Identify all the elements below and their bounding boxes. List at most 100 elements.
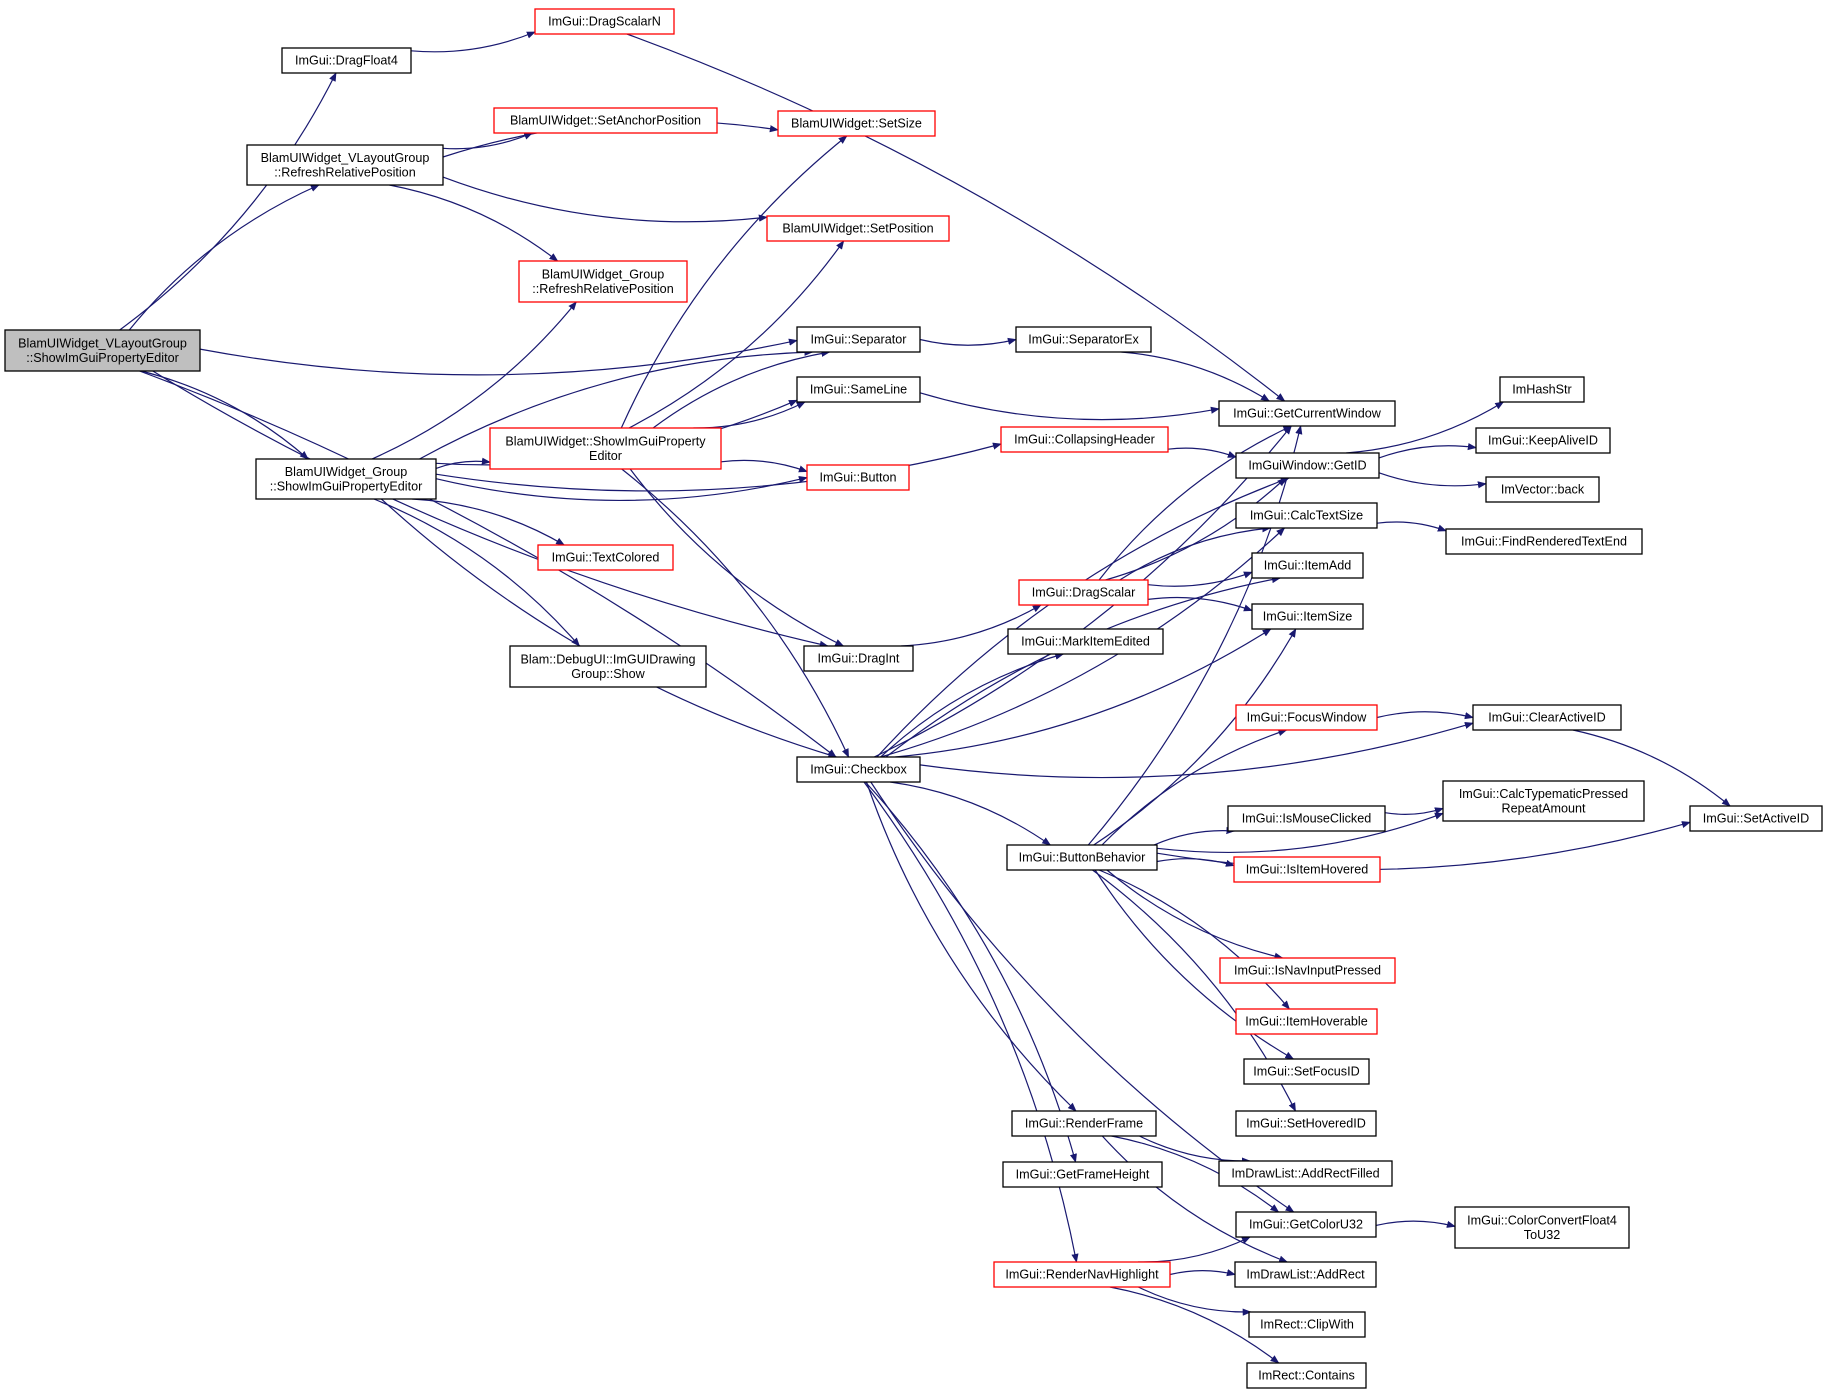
node-addrect[interactable]: ImDrawList::AddRect [1234, 1261, 1377, 1288]
call-edge-checkbox-to-clearactiveid [919, 721, 1474, 779]
node-box [493, 107, 718, 134]
node-setfocusid[interactable]: ImGui::SetFocusID [1243, 1058, 1370, 1085]
node-setactiveid[interactable]: ImGui::SetActiveID [1689, 805, 1823, 832]
node-dragscalar[interactable]: ImGui::DragScalar [1018, 579, 1149, 606]
node-itemhoverable[interactable]: ImGui::ItemHoverable [1235, 1008, 1378, 1035]
node-box [1475, 427, 1611, 454]
node-label: ImGui::IsItemHovered [1246, 863, 1368, 877]
node-getframeheight[interactable]: ImGui::GetFrameHeight [1002, 1161, 1163, 1188]
node-box [1018, 579, 1149, 606]
node-isitemhovered[interactable]: ImGui::IsItemHovered [1233, 856, 1381, 883]
node-label: ImGui::ButtonBehavior [1019, 851, 1146, 865]
node-box [4, 329, 201, 372]
node-label: BlamUIWidget::ShowImGuiProperty [505, 434, 706, 448]
node-setanchor[interactable]: BlamUIWidget::SetAnchorPosition [493, 107, 718, 134]
node-separatorex[interactable]: ImGui::SeparatorEx [1015, 326, 1152, 353]
node-label: ImGui::SetHoveredID [1246, 1117, 1366, 1131]
node-renderframe[interactable]: ImGui::RenderFrame [1011, 1110, 1157, 1137]
node-itemsize[interactable]: ImGui::ItemSize [1251, 603, 1364, 630]
node-box [1472, 704, 1622, 731]
call-edge-grp_show-to-debugui [373, 498, 580, 647]
node-label: ImGui::ClearActiveID [1488, 711, 1606, 725]
node-sethoveredid[interactable]: ImGui::SetHoveredID [1235, 1110, 1377, 1137]
node-clipwith[interactable]: ImRect::ClipWith [1248, 1311, 1366, 1338]
node-checkbox[interactable]: ImGui::Checkbox [796, 756, 921, 783]
node-textcolored[interactable]: ImGui::TextColored [537, 544, 674, 571]
node-dragscalarn[interactable]: ImGui::DragScalarN [534, 8, 675, 35]
node-grp_refresh[interactable]: BlamUIWidget_Group::RefreshRelativePosit… [518, 260, 688, 303]
node-itemadd[interactable]: ImGui::ItemAdd [1251, 552, 1364, 579]
call-edge-dragscalar-to-getcurrentwindow [1098, 425, 1293, 581]
node-box [255, 458, 437, 500]
call-edges [119, 31, 1731, 1364]
call-edge-dragscalar-to-calctextsize [1119, 525, 1272, 581]
node-markitemedited[interactable]: ImGui::MarkItemEdited [1007, 628, 1164, 655]
call-edge-dragscalar-to-itemadd [1147, 571, 1253, 587]
node-label: ImGui::FindRenderedTextEnd [1461, 535, 1627, 549]
node-findrenderedtextend[interactable]: ImGui::FindRenderedTextEnd [1445, 528, 1643, 555]
node-root[interactable]: BlamUIWidget_VLayoutGroup::ShowImGuiProp… [4, 329, 201, 372]
node-keepaliveid[interactable]: ImGui::KeepAliveID [1475, 427, 1611, 454]
call-edge-buttonbehavior-to-isitemhovered [1156, 858, 1235, 867]
node-rendernavhighlight[interactable]: ImGui::RenderNavHighlight [993, 1261, 1171, 1288]
node-box [1235, 1211, 1377, 1238]
node-box [796, 376, 921, 403]
function-nodes: BlamUIWidget_VLayoutGroup::ShowImGuiProp… [4, 8, 1823, 1389]
call-edge-focuswindow-to-clearactiveid [1376, 711, 1474, 720]
node-box [534, 8, 675, 35]
call-edge-root-to-grp_show [141, 370, 309, 460]
node-getid[interactable]: ImGuiWindow::GetID [1235, 452, 1380, 479]
node-box [1218, 400, 1396, 427]
node-box [806, 464, 910, 491]
call-edge-w_show-to-checkbox [621, 468, 850, 758]
call-edge-grp_show-to-w_show [435, 457, 491, 469]
node-clearactiveid[interactable]: ImGui::ClearActiveID [1472, 704, 1622, 731]
node-label: ImGui::DragFloat4 [295, 54, 398, 68]
node-button[interactable]: ImGui::Button [806, 464, 910, 491]
node-box [1218, 1160, 1393, 1187]
node-label: ::RefreshRelativePosition [532, 282, 673, 296]
node-imhashstr[interactable]: ImHashStr [1499, 376, 1585, 403]
node-box [518, 260, 688, 303]
node-box [1251, 552, 1364, 579]
node-getcurrentwindow[interactable]: ImGui::GetCurrentWindow [1218, 400, 1396, 427]
node-getcoloru32[interactable]: ImGui::GetColorU32 [1235, 1211, 1377, 1238]
node-focuswindow[interactable]: ImGui::FocusWindow [1235, 704, 1378, 731]
node-label: ImGui::Separator [811, 333, 907, 347]
node-box [1442, 780, 1645, 822]
node-imvectorback[interactable]: ImVector::back [1485, 476, 1600, 503]
node-w_show[interactable]: BlamUIWidget::ShowImGuiPropertyEditor [489, 427, 722, 470]
node-contains[interactable]: ImRect::Contains [1246, 1362, 1367, 1389]
call-edge-renderframe-to-getcoloru32 [1111, 1135, 1280, 1213]
node-box [246, 144, 444, 186]
node-label: ImGui::DragInt [818, 652, 900, 666]
node-label: RepeatAmount [1501, 801, 1586, 815]
call-edge-buttonbehavior-to-ismouseclicked [1153, 826, 1236, 846]
node-sameline[interactable]: ImGui::SameLine [796, 376, 921, 403]
node-label: ImRect::ClipWith [1260, 1318, 1354, 1332]
node-calctextsize[interactable]: ImGui::CalcTextSize [1235, 502, 1378, 529]
node-label: ImGuiWindow::GetID [1248, 459, 1366, 473]
call-edge-checkbox-to-getcurrentwindow [873, 425, 1292, 758]
call-edge-root-to-separator [199, 338, 798, 376]
node-dragfloat4[interactable]: ImGui::DragFloat4 [281, 47, 412, 74]
node-ismouseclicked[interactable]: ImGui::IsMouseClicked [1227, 805, 1386, 832]
node-buttonbehavior[interactable]: ImGui::ButtonBehavior [1006, 844, 1158, 871]
node-addrectfilled[interactable]: ImDrawList::AddRectFilled [1218, 1160, 1393, 1187]
node-isnavinputpressed[interactable]: ImGui::IsNavInputPressed [1219, 957, 1396, 984]
node-label: ImGui::MarkItemEdited [1021, 635, 1150, 649]
node-dragint[interactable]: ImGui::DragInt [803, 645, 914, 672]
call-edge-grp_show-to-separator [419, 348, 814, 460]
node-box [1485, 476, 1600, 503]
node-grp_show[interactable]: BlamUIWidget_Group::ShowImGuiPropertyEdi… [255, 458, 437, 500]
node-vlg_refresh[interactable]: BlamUIWidget_VLayoutGroup::RefreshRelati… [246, 144, 444, 186]
node-setposition[interactable]: BlamUIWidget::SetPosition [766, 215, 950, 242]
node-collapsingheader[interactable]: ImGui::CollapsingHeader [1000, 426, 1169, 453]
node-label: Blam::DebugUI::ImGUIDrawing [521, 652, 696, 666]
node-setsize[interactable]: BlamUIWidget::SetSize [777, 110, 936, 137]
node-separator[interactable]: ImGui::Separator [796, 326, 921, 353]
call-edge-clearactiveid-to-setactiveid [1572, 729, 1731, 807]
